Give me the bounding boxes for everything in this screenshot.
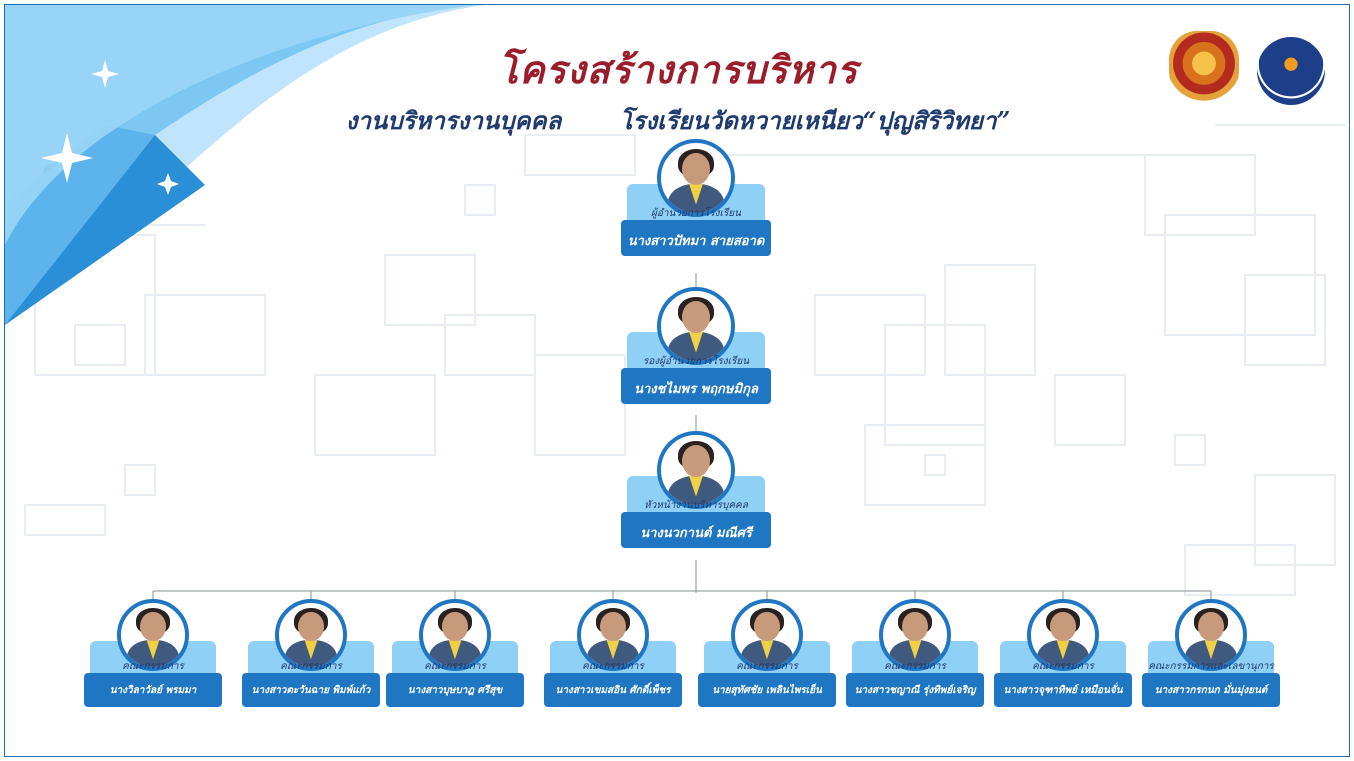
portrait-avatar bbox=[577, 599, 649, 671]
member-name: นางสาวกรกนก มั่นมุ่งยนต์ bbox=[1154, 684, 1268, 696]
corner-decoration bbox=[5, 5, 485, 325]
district-office-emblem-icon bbox=[1257, 37, 1325, 105]
member-role: หัวหน้างานบริหารบุคคล bbox=[644, 500, 748, 512]
school-emblem-icon bbox=[1169, 31, 1239, 103]
member-role: คณะกรรมการ bbox=[582, 660, 644, 672]
page-title: โครงสร้างการบริหาร bbox=[497, 47, 859, 92]
name-plate bbox=[386, 672, 524, 707]
portrait-face bbox=[140, 611, 166, 642]
member-name: นางสาวเขมสอิน ศักดิ์เพ็ชร bbox=[555, 684, 671, 696]
member-name: นางสาวบุษบาฎ ศรีสุข bbox=[407, 684, 503, 696]
portrait-face bbox=[1050, 611, 1076, 642]
portrait-face bbox=[682, 300, 710, 333]
portrait-avatar bbox=[1175, 599, 1247, 671]
name-plate bbox=[1142, 672, 1280, 707]
portrait-avatar bbox=[657, 287, 735, 365]
name-plate bbox=[621, 220, 771, 257]
name-plate bbox=[242, 672, 380, 707]
portrait-face bbox=[600, 611, 626, 642]
sparkle-icon bbox=[157, 173, 179, 195]
member-name: นางชไมพร พฤกษมิกุล bbox=[634, 381, 758, 397]
sparkle-icon bbox=[91, 60, 119, 88]
page-subtitle: งานบริหารงานบุคคล โรงเรียนวัดหวายเหนียว“… bbox=[5, 101, 1349, 140]
member-name: นางสาวปัทมา สายสอาด bbox=[627, 233, 765, 249]
org-chart-canvas: โครงสร้างการบริหาร งานบริหารงานบุคคล โรง… bbox=[4, 4, 1350, 757]
portrait-avatar bbox=[117, 599, 189, 671]
name-plate bbox=[621, 512, 771, 549]
member-name: นางสาวชญาณี รุ่งทิพย์เจริญ bbox=[854, 684, 976, 696]
portrait-face bbox=[902, 611, 928, 642]
portrait-avatar bbox=[657, 139, 735, 217]
portrait-avatar bbox=[275, 599, 347, 671]
member-name: นางสาวจุฑาทิพย์ เหมือนจั่น bbox=[1003, 684, 1123, 696]
member-role: คณะกรรมการ bbox=[280, 660, 342, 672]
sparkle-icon bbox=[41, 133, 93, 183]
member-name: นางสาวตะวันฉาย พิมพ์แก้ว bbox=[251, 684, 371, 696]
department-name: งานบริหารงานบุคคล bbox=[345, 106, 562, 135]
member-role: คณะกรรมการ bbox=[424, 660, 486, 672]
portrait-face bbox=[682, 152, 710, 185]
member-role: ผู้อำนวยการโรงเรียน bbox=[651, 208, 741, 220]
member-name: นางวิลาวัลย์ พรมมา bbox=[109, 684, 197, 696]
portrait-face bbox=[1198, 611, 1224, 642]
portrait-face bbox=[442, 611, 468, 642]
name-plate bbox=[84, 672, 222, 707]
member-role: รองผู้อำนวยการโรงเรียน bbox=[642, 356, 750, 368]
portrait-face bbox=[682, 444, 710, 477]
name-plate bbox=[846, 672, 984, 707]
school-name: โรงเรียนวัดหวายเหนียว“ปุญสิริวิทยา” bbox=[619, 106, 1011, 135]
portrait-face bbox=[298, 611, 324, 642]
name-plate bbox=[621, 368, 771, 405]
portrait-face bbox=[754, 611, 780, 642]
portrait-avatar bbox=[1027, 599, 1099, 671]
name-plate bbox=[698, 672, 836, 707]
member-role: คณะกรรมการ bbox=[1032, 660, 1094, 672]
member-role: คณะกรรมการ bbox=[884, 660, 946, 672]
member-role: คณะกรรมการและเลขานุการ bbox=[1148, 660, 1274, 672]
member-role: คณะกรรมการ bbox=[122, 660, 184, 672]
portrait-avatar bbox=[419, 599, 491, 671]
name-plate bbox=[994, 672, 1132, 707]
portrait-avatar bbox=[879, 599, 951, 671]
background-pattern bbox=[5, 124, 1345, 596]
member-name: นางนวกานต์ มณีศรี bbox=[640, 525, 752, 541]
portrait-avatar bbox=[731, 599, 803, 671]
member-role: คณะกรรมการ bbox=[736, 660, 798, 672]
name-plate bbox=[544, 672, 682, 707]
member-name: นายสุทัศชัย เพลินไพรเย็น bbox=[712, 684, 822, 696]
portrait-avatar bbox=[657, 431, 735, 509]
